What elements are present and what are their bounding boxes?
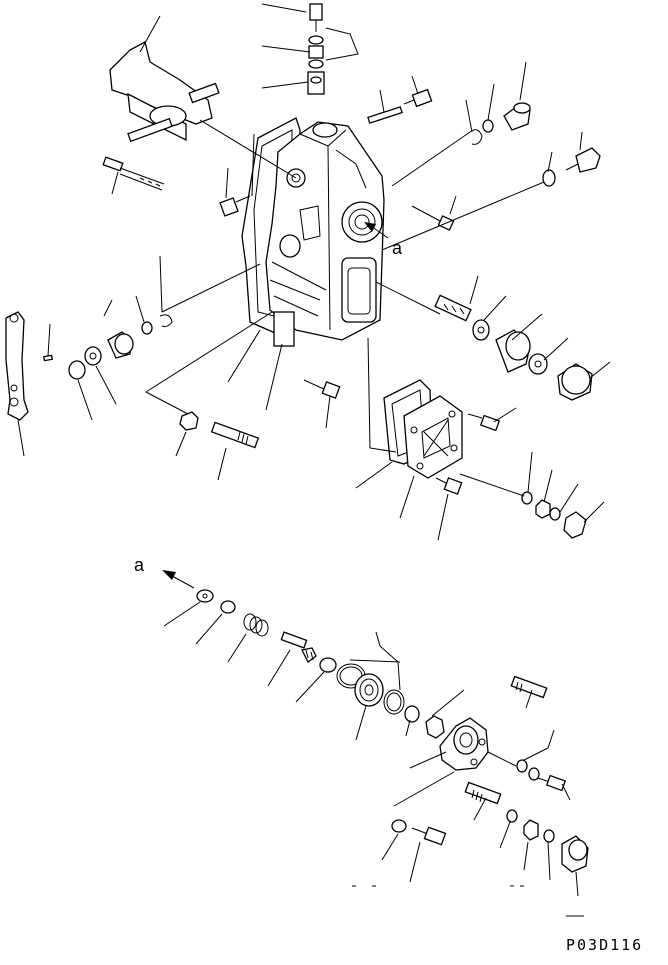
bushing-left [107, 331, 134, 359]
upper-leader-lines [17, 3, 611, 541]
o-ring-lower-outer [383, 689, 405, 715]
stud-lower [210, 421, 260, 449]
top-bolt-stack [307, 3, 359, 95]
bolt-under-housing [303, 379, 341, 399]
nut-lower-right [535, 499, 551, 519]
clip-left [159, 314, 173, 327]
side-cover [403, 395, 463, 479]
bolt-center-left [219, 195, 251, 217]
bolt-lower-left [391, 819, 447, 846]
cover-bolt [467, 413, 501, 432]
hex-nut-lower [179, 411, 199, 431]
view-label-a-lower: a [134, 555, 145, 575]
nut-lower-center [425, 715, 445, 739]
threaded-shaft [434, 294, 472, 322]
small-pin-left [42, 354, 54, 362]
washer-lower-3 [404, 705, 420, 723]
view-arrow-lower [162, 570, 195, 589]
washer-lower-5 [528, 767, 540, 781]
screw-lower-right [510, 675, 548, 699]
nut-lower-right [523, 819, 539, 841]
bolt-lower-right [537, 774, 567, 792]
adjusting-lever [5, 311, 29, 421]
washer-right-2 [528, 353, 548, 375]
washer-lower-right-2 [549, 507, 561, 521]
long-bolt [102, 156, 165, 191]
washer-lower-right [521, 491, 533, 505]
small-screw-1 [403, 88, 433, 108]
plug-right [542, 147, 601, 187]
o-ring-lower-small [319, 657, 337, 673]
cover-screw-lower [435, 477, 463, 495]
cap-nut-lower [561, 835, 589, 873]
stud-lower-2 [464, 781, 502, 805]
washer-lower-2 [220, 600, 236, 614]
bushing-right [495, 329, 531, 373]
lower-leader-lines [163, 601, 579, 897]
view-arrow-upper [364, 222, 389, 239]
washer-lower-4 [516, 759, 528, 773]
cap-right [557, 363, 593, 401]
bolt-housing-right [411, 205, 455, 231]
cap-lower-right [563, 511, 587, 539]
o-ring-left [141, 321, 153, 335]
governor-housing [265, 121, 385, 347]
washer-lower-7 [543, 829, 555, 843]
washer-lower-1 [196, 589, 214, 603]
washer-left [68, 360, 86, 380]
drawing-number: P03D116 [566, 936, 644, 954]
adjust-screw-lower [280, 631, 317, 663]
washer-right-1 [472, 319, 490, 341]
lever-bracket [109, 41, 220, 143]
spring-lower [243, 613, 269, 637]
plug-upper [503, 102, 531, 131]
washer-lower-6 [506, 809, 518, 823]
dowel-pin [367, 106, 403, 124]
snap-ring [469, 119, 494, 145]
diaphragm-lower [354, 673, 384, 707]
valve-body-lower [439, 717, 489, 771]
nut-left [84, 346, 102, 366]
scan-marks [352, 885, 584, 917]
view-label-a-upper: a [392, 238, 403, 258]
